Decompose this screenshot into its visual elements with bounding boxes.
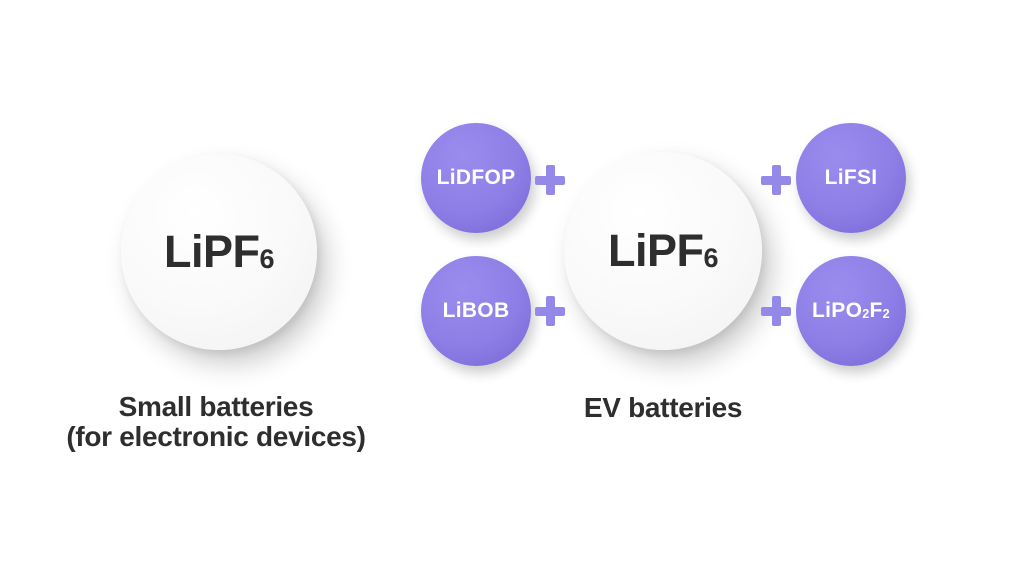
plus-icon [761,296,791,326]
small-batteries-caption: Small batteries (for electronic devices) [16,392,416,452]
caption-line-1: EV batteries [583,392,743,423]
chemical-label-lidfop: LiDFOP [436,166,516,189]
chemical-label-libob: LiBOB [442,299,510,322]
ev-batteries-caption: EV batteries [463,393,863,423]
additive-circle-lidfop: LiDFOP [421,123,531,233]
chemical-label-lifsi: LiFSI [824,166,878,189]
additive-circle-lipo2f2: LiPO2F2 [796,256,906,366]
plus-icon [535,296,565,326]
plus-icon [535,165,565,195]
lipf6-circle-ev-batteries: LiPF6 [564,152,762,350]
chemical-label-lipo2f2: LiPO2F2 [812,299,890,322]
lipf6-circle-small-batteries: LiPF6 [121,154,317,350]
chemical-label-lipf6: LiPF6 [163,226,275,277]
caption-line-2: (for electronic devices) [66,421,366,452]
additive-circle-lifsi: LiFSI [796,123,906,233]
caption-line-1: Small batteries [118,391,314,422]
plus-icon [761,165,791,195]
chemical-label-lipf6: LiPF6 [607,225,719,276]
additive-circle-libob: LiBOB [421,256,531,366]
